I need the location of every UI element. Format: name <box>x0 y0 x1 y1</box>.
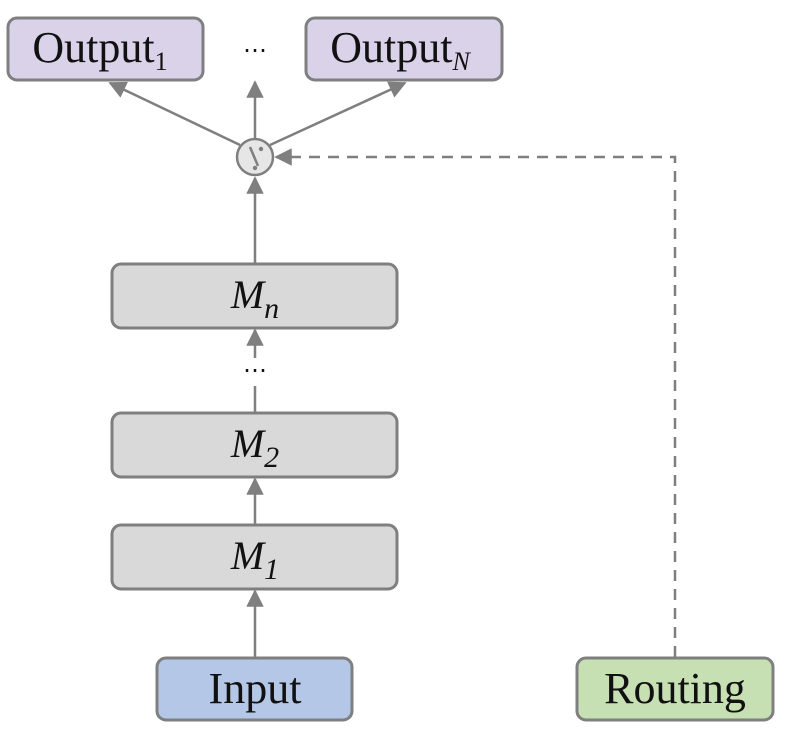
output-ellipsis: ⋯ <box>243 38 267 64</box>
routing-dashed-connector <box>274 148 677 657</box>
layer-n-label: Mn <box>230 272 279 325</box>
layer-1-subscript: 1 <box>264 553 279 586</box>
routing-node: Routing <box>575 656 775 722</box>
output-last-node: OutputN <box>304 16 504 82</box>
output-last-subscript: N <box>451 47 471 76</box>
output-last-label: OutputN <box>330 23 471 76</box>
output-first-label: Output1 <box>32 23 167 76</box>
layer-n-box <box>110 262 399 330</box>
output-first-subscript: 1 <box>155 47 168 76</box>
input-box <box>155 656 354 722</box>
layer-n-node: Mn <box>110 262 399 330</box>
routing-label: Routing <box>604 664 746 713</box>
layer-2-box <box>110 411 399 479</box>
routing-box <box>575 656 775 722</box>
arrow-switch-to-output-last <box>269 81 407 147</box>
layer-ellipsis: ⋯ <box>243 358 267 384</box>
layer-1-node: M1 <box>110 523 399 591</box>
layer-n-subscript: n <box>264 292 279 325</box>
layer-2-node: M2 <box>110 411 399 479</box>
input-node: Input <box>155 656 354 722</box>
layer-1-box <box>110 523 399 591</box>
layer-2-label: M2 <box>230 421 279 474</box>
output-first-node: Output1 <box>6 16 205 82</box>
input-label: Input <box>209 664 302 713</box>
layer-2-subscript: 2 <box>264 441 279 474</box>
switch-icon <box>235 137 275 177</box>
layer-1-label: M1 <box>230 533 279 586</box>
output-last-box <box>304 16 504 82</box>
output-first-box <box>6 16 205 82</box>
arrow-switch-to-output-first <box>108 81 241 147</box>
